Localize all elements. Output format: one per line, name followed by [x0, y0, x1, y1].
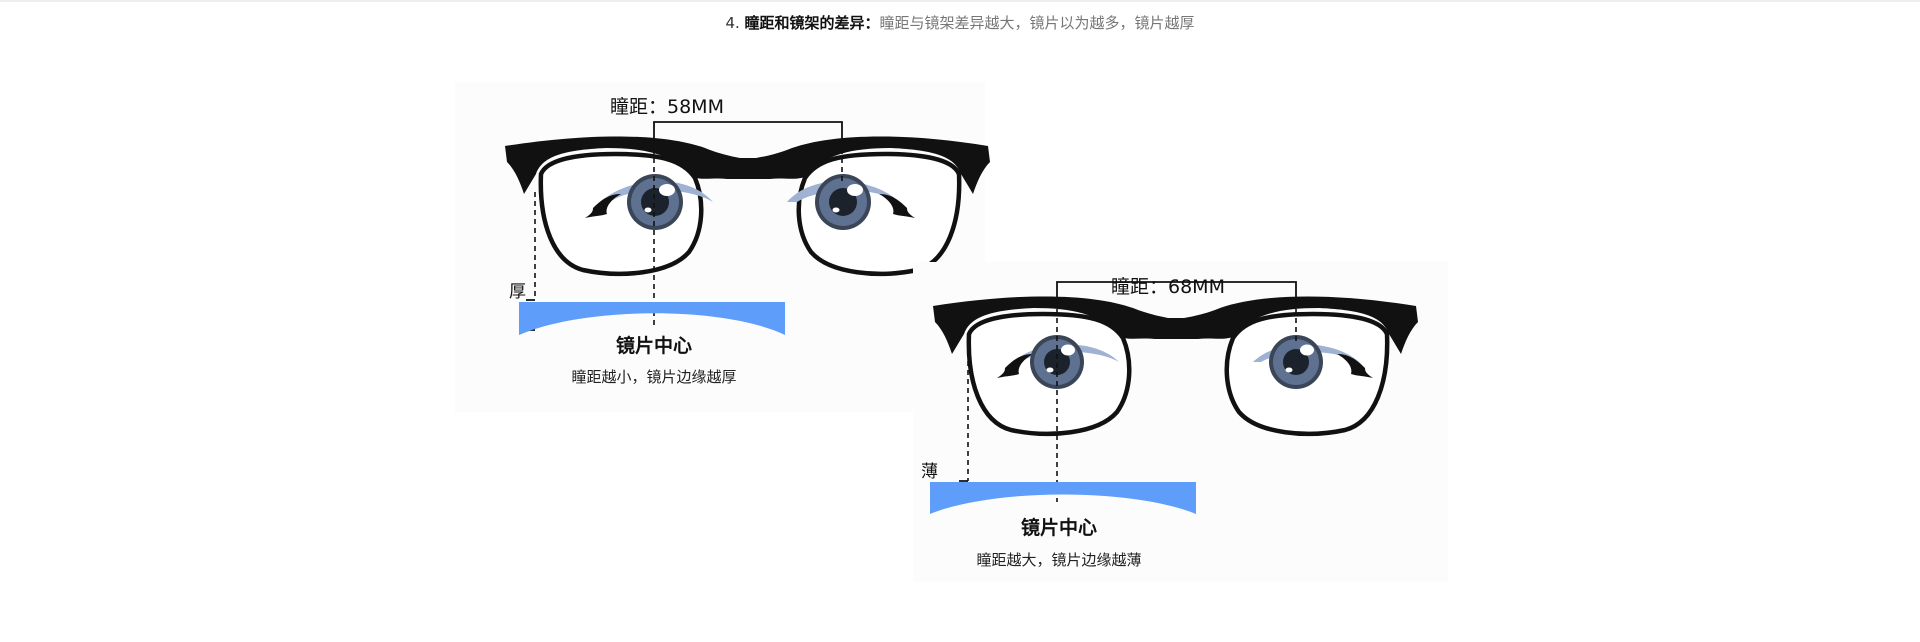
pd-bracket [653, 121, 843, 140]
top-divider [0, 0, 1920, 2]
glasses-diagram-58 [505, 121, 990, 335]
lens-center-label: 镜片中心 [615, 335, 692, 357]
left-eye [585, 174, 713, 230]
glasses-diagram-68 [930, 281, 1418, 514]
pd-label: 瞳距：58MM [610, 96, 724, 118]
pd-label: 瞳距：68MM [1111, 276, 1225, 298]
diagram-panel-pd-68: 瞳距：68MM 薄 镜片中心 瞳距越大，镜片边缘越薄 [913, 262, 1448, 582]
glasses-frame-top [933, 296, 1418, 354]
lens-note: 瞳距越大，镜片边缘越薄 [976, 551, 1142, 569]
lens-edge-label: 薄 [921, 462, 938, 482]
lens-note: 瞳距越小，镜片边缘越厚 [571, 368, 737, 386]
section-title: 瞳距和镜架的差异： [744, 14, 880, 32]
lens-center-label: 镜片中心 [1020, 517, 1097, 539]
lens-cross-section [519, 302, 785, 335]
glasses-frame-top [505, 136, 990, 194]
section-number: 4. [725, 14, 740, 32]
diagram-panel-pd-58: 瞳距：58MM 厚 镜片中心 瞳距越小，镜片边缘越厚 [455, 82, 990, 412]
left-eye [997, 335, 1119, 389]
pd-bracket [1056, 281, 1297, 300]
right-eye [787, 174, 915, 230]
section-header: 4. 瞳距和镜架的差异：瞳距与镜架差异越大，镜片以为越多，镜片越厚 [0, 11, 1920, 35]
lens-cross-section [930, 482, 1196, 514]
right-eye [1253, 335, 1373, 389]
section-description: 瞳距与镜架差异越大，镜片以为越多，镜片越厚 [879, 14, 1195, 32]
lens-edge-label: 厚 [509, 282, 526, 302]
